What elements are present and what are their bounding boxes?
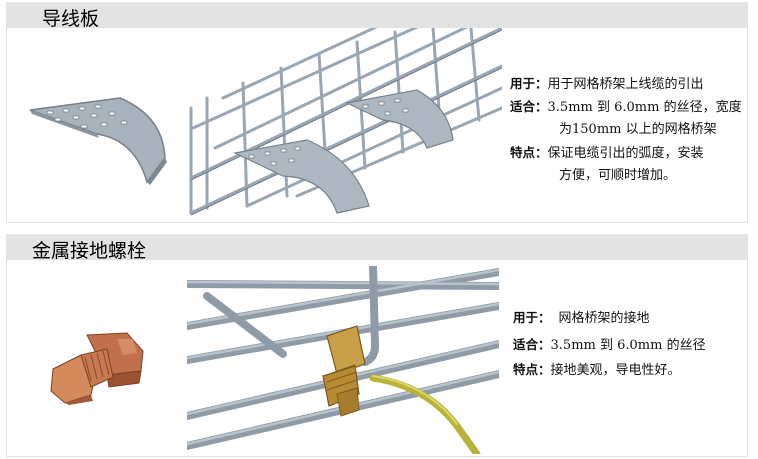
spec-text: 为150mm 以上的网格桥架 (559, 122, 717, 137)
spec-row-feature-continued: 方便，可顺时增加。 (510, 164, 742, 187)
spec-text: 3.5mm 到 6.0mm 的丝径 (550, 338, 706, 353)
spec-label: 用于： (513, 310, 551, 325)
spec-text: 3.5mm 到 6.0mm 的丝径，宽度 (547, 100, 742, 115)
spec-label: 特点： (510, 145, 548, 160)
section-ground-bolt: 用于： 网格桥架的接地 适合：3.5mm 到 6.0mm 的丝径 特点：接地美观，… (6, 260, 748, 457)
ground-bolt-specs: 用于： 网格桥架的接地 适合：3.5mm 到 6.0mm 的丝径 特点：接地美观，… (513, 306, 706, 381)
spec-row-usage: 用于： 网格桥架的接地 (513, 306, 706, 329)
wire-tray-with-guide-plates-image (187, 28, 502, 223)
spec-label: 适合： (513, 337, 551, 352)
spec-row-fit: 适合：3.5mm 到 6.0mm 的丝径 (513, 333, 706, 356)
copper-ground-bolt-image (47, 325, 147, 405)
guide-plate-image (25, 78, 170, 188)
section-header-guide-plate: 导线板 (6, 2, 748, 30)
spec-row-fit-continued: 为150mm 以上的网格桥架 (510, 118, 742, 141)
wire-tray-ground-connection-image (187, 266, 499, 454)
section-title: 导线板 (42, 8, 100, 30)
spec-row-feature: 特点：接地美观，导电性好。 (513, 358, 706, 381)
spec-row-usage: 用于：用于网格桥架上线缆的引出 (510, 72, 742, 95)
spec-text: 方便，可顺时增加。 (559, 168, 677, 183)
spec-text: 接地美观，导电性好。 (550, 363, 681, 378)
spec-row-fit: 适合：3.5mm 到 6.0mm 的丝径，宽度 (510, 95, 742, 118)
spec-label: 特点： (513, 362, 551, 377)
guide-plate-specs: 用于：用于网格桥架上线缆的引出 适合：3.5mm 到 6.0mm 的丝径，宽度 … (510, 72, 742, 187)
section-title: 金属接地螺栓 (32, 240, 147, 262)
spec-label: 用于： (510, 76, 548, 91)
spec-text: 用于网格桥架上线缆的引出 (547, 77, 704, 92)
section-guide-plate: 用于：用于网格桥架上线缆的引出 适合：3.5mm 到 6.0mm 的丝径，宽度 … (6, 28, 748, 223)
spec-label: 适合： (510, 99, 548, 114)
spec-row-feature: 特点：保证电缆引出的弧度，安装 (510, 141, 742, 164)
spec-text: 保证电缆引出的弧度，安装 (547, 146, 704, 161)
section-header-ground-bolt: 金属接地螺栓 (6, 234, 748, 262)
spec-text: 网格桥架的接地 (558, 311, 650, 326)
